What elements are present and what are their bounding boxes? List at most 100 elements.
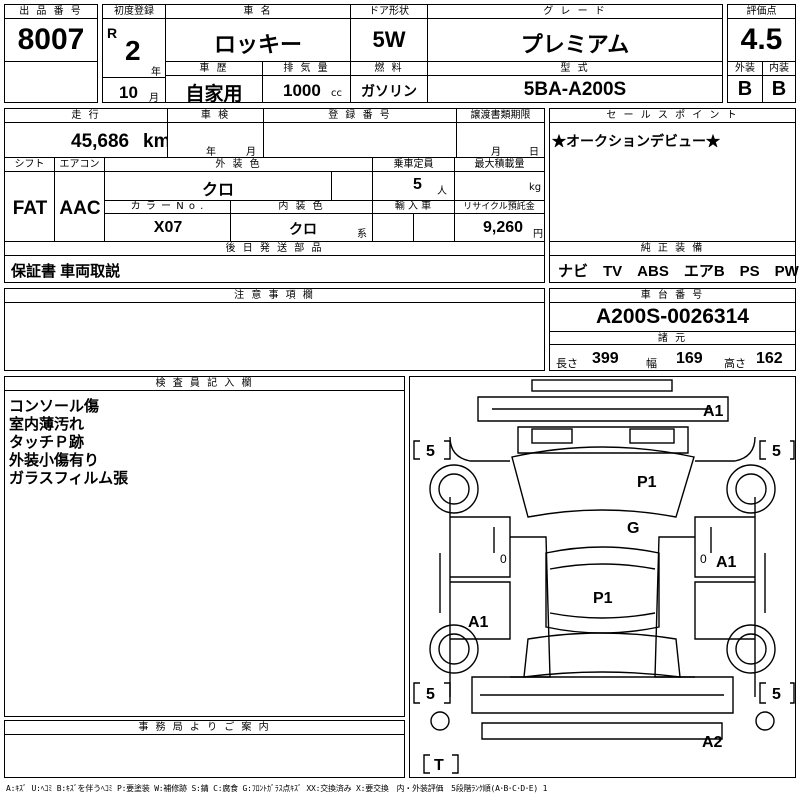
interior-color-label: 内 装 色 bbox=[231, 200, 372, 214]
damage-mark-a2-rear: A2 bbox=[702, 734, 723, 751]
inspector-line: タッチＰ跡 bbox=[9, 434, 85, 451]
score-label: 評価点 bbox=[728, 5, 795, 19]
tire-depth-rear-left: 5 bbox=[426, 686, 435, 703]
length-value: 399 bbox=[592, 350, 619, 367]
displacement-label: 排 気 量 bbox=[263, 62, 350, 76]
mileage-label: 走 行 bbox=[5, 109, 167, 123]
mileage-box: 走 行 45,686 km bbox=[4, 108, 170, 158]
first-registration-label: 初度登録 bbox=[103, 5, 165, 19]
registration-month: 10 bbox=[119, 83, 138, 102]
capacity-label: 乗車定員 bbox=[373, 158, 455, 172]
inspection-year-unit: 年 bbox=[206, 147, 216, 158]
fuel-value: ガソリン bbox=[361, 83, 417, 99]
inspector-line: 室内薄汚れ bbox=[9, 416, 85, 433]
door-type-value: 5W bbox=[372, 27, 406, 52]
max-load-label: 最大積載量 bbox=[455, 158, 544, 172]
damage-mark-a1-right-door: A1 bbox=[716, 554, 737, 571]
lot-number-blank bbox=[4, 61, 98, 103]
registration-year: 2 bbox=[125, 35, 141, 66]
lot-number-box: 出 品 番 号 8007 bbox=[4, 4, 98, 62]
sales-point-label: セ ー ル ス ポ イ ン ト bbox=[550, 109, 795, 123]
car-name-box: 車 名 ロッキー bbox=[165, 4, 351, 62]
displacement-box: 排 気 量 1000 cc bbox=[262, 61, 351, 103]
shift-value: FAT bbox=[12, 198, 48, 219]
exterior-grade-label: 外装 bbox=[728, 62, 762, 76]
lot-number-value: 8007 bbox=[17, 23, 85, 56]
inspection-label: 車 検 bbox=[168, 109, 263, 123]
recycle-deposit-label: リサイクル預託金 bbox=[454, 200, 544, 214]
notes-box: 注 意 事 項 欄 bbox=[4, 288, 545, 371]
history-box: 車 歴 自家用 bbox=[165, 61, 263, 105]
model-box: 型 式 5BA-A200S bbox=[427, 61, 723, 103]
sales-point-box: セ ー ル ス ポ イ ン ト ★オークションデビュー★ bbox=[549, 108, 796, 242]
exterior-grade-value: B bbox=[737, 78, 753, 100]
history-value: 自家用 bbox=[185, 84, 243, 105]
damage-legend: A:ｷｽﾞ U:ﾍｺﾐ B:ｷｽﾞを伴うﾍｺﾐ P:要塗装 W:補修跡 S:錆 … bbox=[6, 784, 548, 793]
capacity-value: 5 bbox=[413, 176, 422, 193]
interior-color-unit: 系 bbox=[357, 229, 367, 240]
exterior-color-label: 外 装 色 bbox=[105, 158, 373, 172]
history-label: 車 歴 bbox=[166, 62, 262, 76]
door-zero-right: 0 bbox=[700, 552, 707, 566]
interior-grade-value: B bbox=[771, 78, 787, 100]
door-zero-left: 0 bbox=[500, 552, 507, 566]
damage-mark-a1-left-rear: A1 bbox=[468, 614, 489, 631]
later-shipping-label: 後 日 発 送 部 品 bbox=[5, 242, 544, 256]
tire-depth-rear-right: 5 bbox=[772, 686, 781, 703]
grade-box: グ レ ー ド プレミアム bbox=[427, 4, 723, 62]
damage-mark-g-windshield: G bbox=[627, 520, 639, 537]
plate-number-box: 登 録 番 号 bbox=[263, 108, 457, 158]
transfer-deadline-label: 譲渡書類期限 bbox=[457, 109, 544, 123]
office-label: 事 務 局 よ り ご 案 内 bbox=[5, 721, 404, 735]
width-value: 169 bbox=[676, 350, 703, 367]
ac-label: エアコン bbox=[55, 158, 105, 172]
chassis-value: A200S-0026314 bbox=[596, 305, 749, 328]
notes-label: 注 意 事 項 欄 bbox=[5, 289, 544, 303]
transfer-day-unit: 日 bbox=[529, 147, 539, 158]
grade-value: プレミアム bbox=[520, 32, 630, 57]
first-registration-box: 初度登録 R 2 年 10 月 bbox=[102, 4, 166, 104]
displacement-value: 1000 bbox=[283, 81, 321, 100]
lot-number-label: 出 品 番 号 bbox=[5, 5, 97, 19]
ac-value: AAC bbox=[59, 198, 101, 219]
score-value: 4.5 bbox=[740, 23, 783, 56]
spare-tire-mark: T bbox=[434, 757, 444, 774]
transfer-deadline-box: 譲渡書類期限 月 日 bbox=[456, 108, 545, 158]
year-unit: 年 bbox=[151, 67, 161, 78]
width-label: 幅 bbox=[646, 357, 657, 370]
damage-mark-p1-hood: P1 bbox=[637, 474, 657, 491]
inspector-label: 検 査 員 記 入 欄 bbox=[5, 377, 404, 391]
office-box: 事 務 局 よ り ご 案 内 bbox=[4, 720, 405, 778]
sales-point-value: ★オークションデビュー★ bbox=[552, 133, 720, 149]
chassis-box: 車 台 番 号 A200S-0026314 諸 元 長さ 399 幅 169 高… bbox=[549, 288, 796, 371]
recycle-deposit-value: 9,260 bbox=[483, 219, 524, 236]
month-unit: 月 bbox=[149, 93, 159, 104]
height-value: 162 bbox=[756, 350, 783, 367]
color-number-value: X07 bbox=[153, 219, 183, 236]
inspector-line: 外装小傷有り bbox=[9, 452, 100, 469]
interior-grade-box: 内装 B bbox=[762, 61, 796, 103]
model-label: 型 式 bbox=[428, 62, 722, 76]
capacity-unit: 人 bbox=[437, 186, 447, 197]
equipment-label: 純 正 装 備 bbox=[550, 242, 795, 256]
shift-label: シフト bbox=[5, 158, 55, 172]
inspection-month-unit: 月 bbox=[246, 147, 256, 158]
inspector-box: 検 査 員 記 入 欄 コンソール傷 室内薄汚れ タッチＰ跡 外装小傷有り ガラ… bbox=[4, 376, 405, 717]
door-type-box: ドア形状 5W bbox=[350, 4, 428, 62]
later-shipping-box: 後 日 発 送 部 品 保証書 車両取説 bbox=[4, 241, 545, 283]
height-label: 高さ bbox=[724, 357, 746, 370]
inspector-line: ガラスフィルム張 bbox=[9, 470, 129, 487]
later-shipping-value: 保証書 車両取説 bbox=[11, 263, 121, 280]
car-diagram: A1 P1 G A1 P1 A1 A2 5 5 5 5 T 0 0 bbox=[413, 379, 795, 774]
era-letter: R bbox=[107, 25, 118, 41]
inspection-box: 車 検 年 月 bbox=[167, 108, 264, 158]
length-label: 長さ bbox=[556, 357, 578, 370]
car-name-value: ロッキー bbox=[213, 32, 302, 57]
displacement-unit: cc bbox=[331, 88, 342, 99]
tire-depth-front-left: 5 bbox=[426, 443, 435, 460]
damage-mark-p1-roof: P1 bbox=[593, 590, 613, 607]
score-box: 評価点 4.5 bbox=[727, 4, 796, 62]
interior-grade-label: 内装 bbox=[763, 62, 795, 76]
equipment-box: 純 正 装 備 ナビ TV ABS エアB PS PW bbox=[549, 241, 799, 283]
car-diagram-box: A1 P1 G A1 P1 A1 A2 5 5 5 5 T 0 0 bbox=[409, 376, 796, 778]
